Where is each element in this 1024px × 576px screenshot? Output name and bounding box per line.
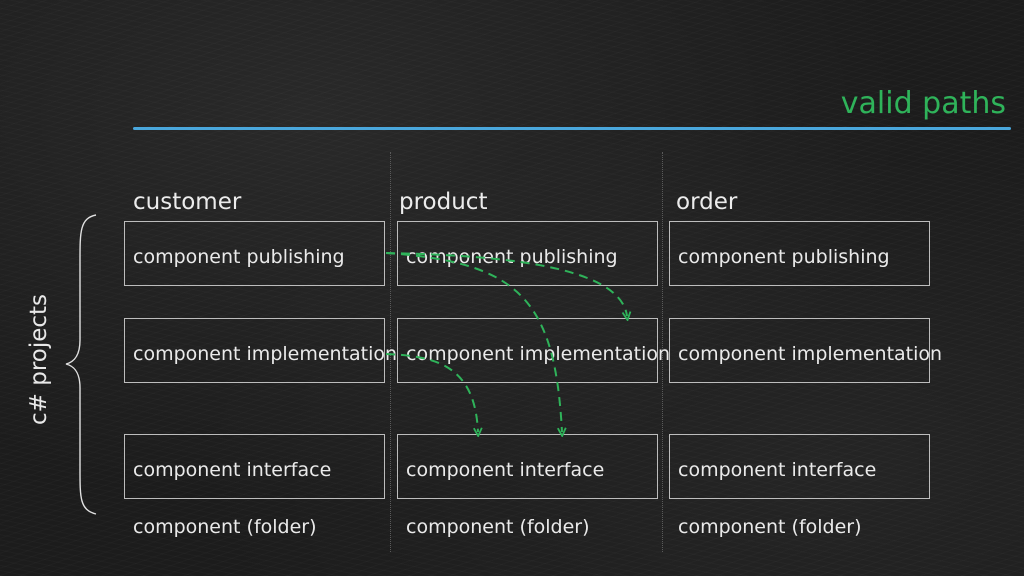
- customer-implementation-box: [124, 318, 385, 383]
- product-folder-label: component (folder): [406, 516, 590, 538]
- column-divider: [662, 152, 663, 552]
- column-header-order: order: [676, 189, 738, 215]
- customer-interface-box: [124, 434, 385, 499]
- customer-folder-label: component (folder): [133, 516, 317, 538]
- order-implementation-label: component implementation: [678, 343, 943, 365]
- order-implementation-box: [669, 318, 930, 383]
- customer-interface-label: component interface: [133, 459, 332, 481]
- product-implementation-box: [397, 318, 658, 383]
- arrow-customer-publishing-to-product-interface: [385, 252, 562, 432]
- column-header-product: product: [399, 189, 488, 215]
- product-publishing-label: component publishing: [406, 246, 618, 268]
- order-interface-label: component interface: [678, 459, 877, 481]
- product-interface-label: component interface: [406, 459, 605, 481]
- order-publishing-label: component publishing: [678, 246, 890, 268]
- title-underline: [133, 127, 1011, 130]
- customer-publishing-label: component publishing: [133, 246, 345, 268]
- order-publishing-box: [669, 221, 930, 286]
- arrow-customer-publishing-to-product-implementation: [385, 252, 627, 316]
- projects-brace: [65, 214, 97, 515]
- order-interface-box: [669, 434, 930, 499]
- column-divider: [390, 152, 391, 552]
- arrow-customer-implementation-to-product-interface: [385, 353, 478, 432]
- product-implementation-label: component implementation: [406, 343, 671, 365]
- order-folder-label: component (folder): [678, 516, 862, 538]
- product-publishing-box: [397, 221, 658, 286]
- slide-title: valid paths: [840, 86, 1006, 121]
- column-header-customer: customer: [133, 189, 242, 215]
- customer-publishing-box: [124, 221, 385, 286]
- customer-implementation-label: component implementation: [133, 343, 398, 365]
- product-interface-box: [397, 434, 658, 499]
